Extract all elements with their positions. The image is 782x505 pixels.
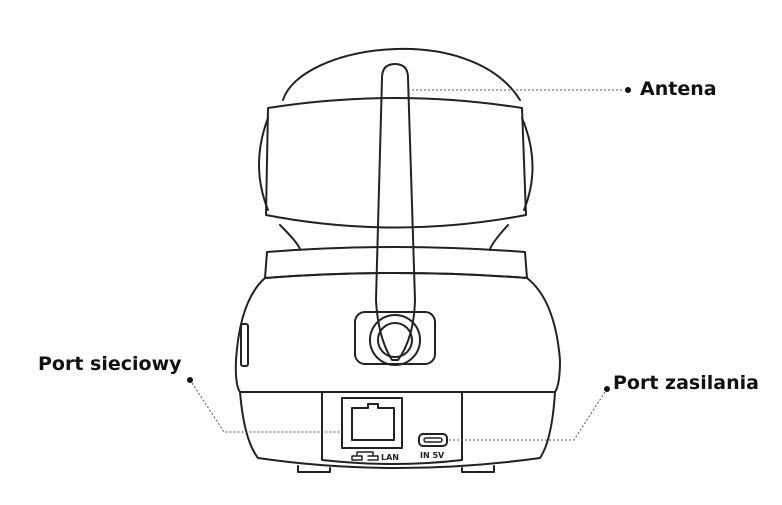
antenna-leader-dot <box>625 87 631 93</box>
power-port-leader-dot <box>604 386 610 392</box>
antenna-hinge <box>369 314 421 366</box>
antenna <box>375 63 416 361</box>
power-port-callout-label: Port zasilania <box>613 372 759 394</box>
lan-symbol-icon <box>351 451 379 461</box>
lan-label: LAN <box>381 453 399 462</box>
network-port-leader-line <box>191 382 342 433</box>
side-slot <box>240 323 249 367</box>
port-panel <box>321 391 463 465</box>
camera-head <box>265 97 527 229</box>
camera-head-left-side <box>258 117 269 211</box>
camera-base-bottom <box>239 391 556 469</box>
network-port-callout-label: Port sieciowy <box>38 353 182 375</box>
antenna-hinge-inner <box>377 322 413 358</box>
camera-base-body <box>234 272 561 393</box>
lan-port-socket <box>351 403 395 441</box>
camera-head-right-side <box>521 117 534 211</box>
power-port-leader-line <box>447 391 606 441</box>
power-in-label: IN 5V <box>420 451 445 460</box>
camera-dome <box>282 47 521 101</box>
lan-port <box>341 397 403 449</box>
antenna-callout-label: Antena <box>640 78 717 100</box>
network-port-leader-dot <box>187 377 193 383</box>
camera-feet <box>297 465 495 473</box>
power-port-inner <box>423 437 443 443</box>
power-port <box>418 433 448 447</box>
